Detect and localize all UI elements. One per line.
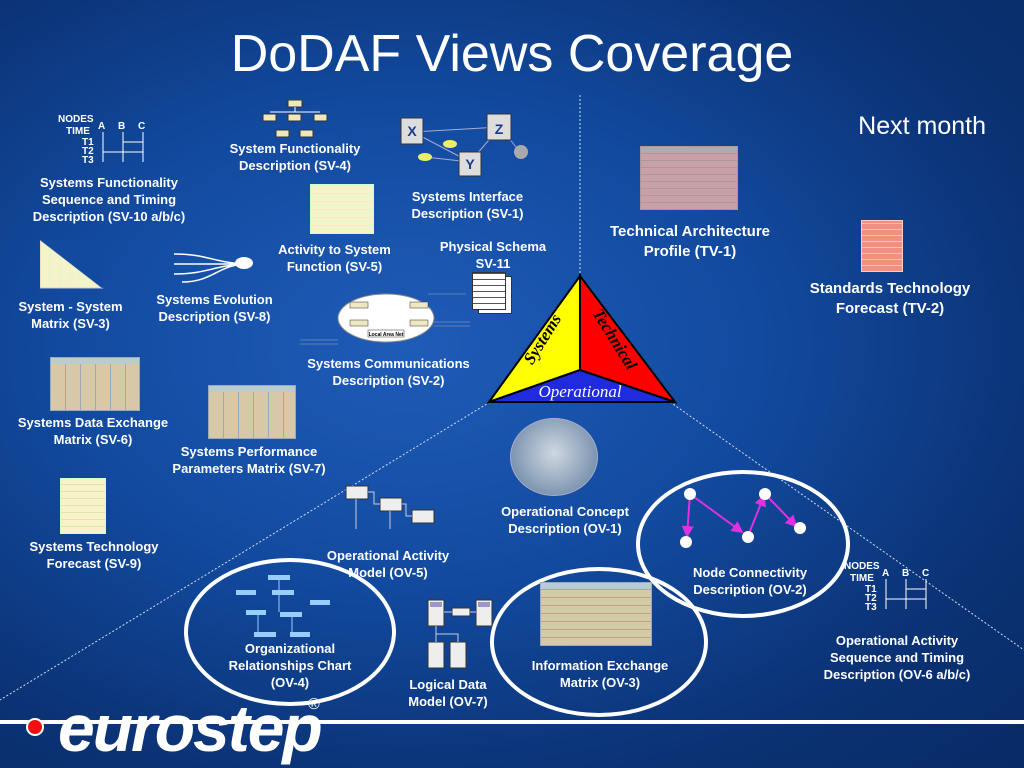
ov6-nodes-label: NODES xyxy=(844,561,880,572)
sv6-table-icon xyxy=(50,357,140,411)
ov4-highlight-ring xyxy=(184,558,396,706)
ov6-col-c: C xyxy=(922,568,930,579)
sv10-col-a: A xyxy=(98,121,106,132)
sv9-label: Systems Technology Forecast (SV-9) xyxy=(29,539,159,571)
ov3-label: Information Exchange Matrix (OV-3) xyxy=(531,658,669,690)
sv4-hierarchy-icon xyxy=(262,100,328,138)
sv9-forecast-icon xyxy=(60,478,106,534)
ov3-table-icon xyxy=(540,582,652,646)
ov2-label: Node Connectivity Description (OV-2) xyxy=(692,565,808,597)
sv5-matrix-icon xyxy=(310,184,374,234)
sv4-label: System Functionality Description (SV-4) xyxy=(229,141,361,173)
views-triangle: Systems Technical Operational xyxy=(486,272,678,405)
sv1-interface-icon: X Z Y xyxy=(400,113,528,177)
ov5-label: Operational Activity Model (OV-5) xyxy=(326,548,450,580)
ov6-label: Operational Activity Sequence and Timing… xyxy=(823,633,971,682)
sv1-node-y: Y xyxy=(465,156,475,172)
ov5-activity-icon xyxy=(345,485,435,529)
tv1-profile-icon xyxy=(640,146,738,210)
sv1-node-z: Z xyxy=(495,121,504,137)
sv11-doc-icon xyxy=(472,272,506,310)
sv7-table-icon xyxy=(208,385,296,439)
ov6-time-label: TIME xyxy=(850,573,874,584)
sv2-communications-icon: Local Area Net xyxy=(300,293,470,345)
ov7-label: Logical Data Model (OV-7) xyxy=(408,677,488,709)
next-month-label: Next month xyxy=(858,112,986,140)
ov7-data-model-icon xyxy=(427,599,493,669)
ov6-row-t1: T1 xyxy=(865,584,877,595)
ov6-timing-grid xyxy=(885,579,927,609)
ov4-org-chart-icon xyxy=(236,575,330,637)
tv2-forecast-icon xyxy=(861,220,903,272)
ov6-row-t3: T3 xyxy=(865,602,877,613)
sv10-col-b: B xyxy=(118,121,126,132)
sv10-timing-grid xyxy=(102,132,144,162)
sv10-col-c: C xyxy=(138,121,146,132)
sv6-label: Systems Data Exchange Matrix (SV-6) xyxy=(17,415,169,447)
triangle-operational-label: Operational xyxy=(538,382,621,401)
ov1-concept-icon xyxy=(510,418,598,496)
sv1-label: Systems Interface Description (SV-1) xyxy=(411,189,524,221)
eurostep-logo: eurostep xyxy=(58,691,323,765)
sv7-label: Systems Performance Parameters Matrix (S… xyxy=(172,444,326,476)
tv2-label: Standards Technology Forecast (TV-2) xyxy=(809,280,971,317)
sv8-label: Systems Evolution Description (SV-8) xyxy=(156,292,273,324)
sv10-label: Systems Functionality Sequence and Timin… xyxy=(32,175,186,224)
sv3-matrix-icon xyxy=(40,240,104,289)
sv1-node-x1: X xyxy=(407,123,417,139)
sv10-row-t3: T3 xyxy=(82,155,94,166)
sv10-nodes-label: NODES xyxy=(58,114,94,125)
sv2-lan-label: Local Area Net xyxy=(369,332,404,338)
sv3-label: System - System Matrix (SV-3) xyxy=(18,299,123,331)
ov2-node-graph-icon xyxy=(680,488,806,548)
sv10-time-label: TIME xyxy=(66,126,90,137)
ov6-col-a: A xyxy=(882,568,890,579)
sv2-label: Systems Communications Description (SV-2… xyxy=(307,356,470,388)
ov6-col-b: B xyxy=(902,568,910,579)
sv11-label: Physical Schema SV-11 xyxy=(439,239,547,271)
sv10-row-t2: T2 xyxy=(82,146,94,157)
sv5-label: Activity to System Function (SV-5) xyxy=(278,242,391,274)
ov4-label: Organizational Relationships Chart (OV-4… xyxy=(228,641,352,690)
tv1-label: Technical Architecture Profile (TV-1) xyxy=(609,223,771,260)
ov2-highlight-ring xyxy=(636,470,850,618)
sv10-row-t1: T1 xyxy=(82,137,94,148)
sv8-evolution-icon xyxy=(173,253,253,283)
logo-dot-icon xyxy=(26,718,44,736)
registered-mark: ® xyxy=(308,696,320,713)
page-title: DoDAF Views Coverage xyxy=(230,25,794,83)
ov6-row-t2: T2 xyxy=(865,593,877,604)
ov1-label: Operational Concept Description (OV-1) xyxy=(501,504,629,536)
ov3-highlight-ring xyxy=(490,567,708,717)
